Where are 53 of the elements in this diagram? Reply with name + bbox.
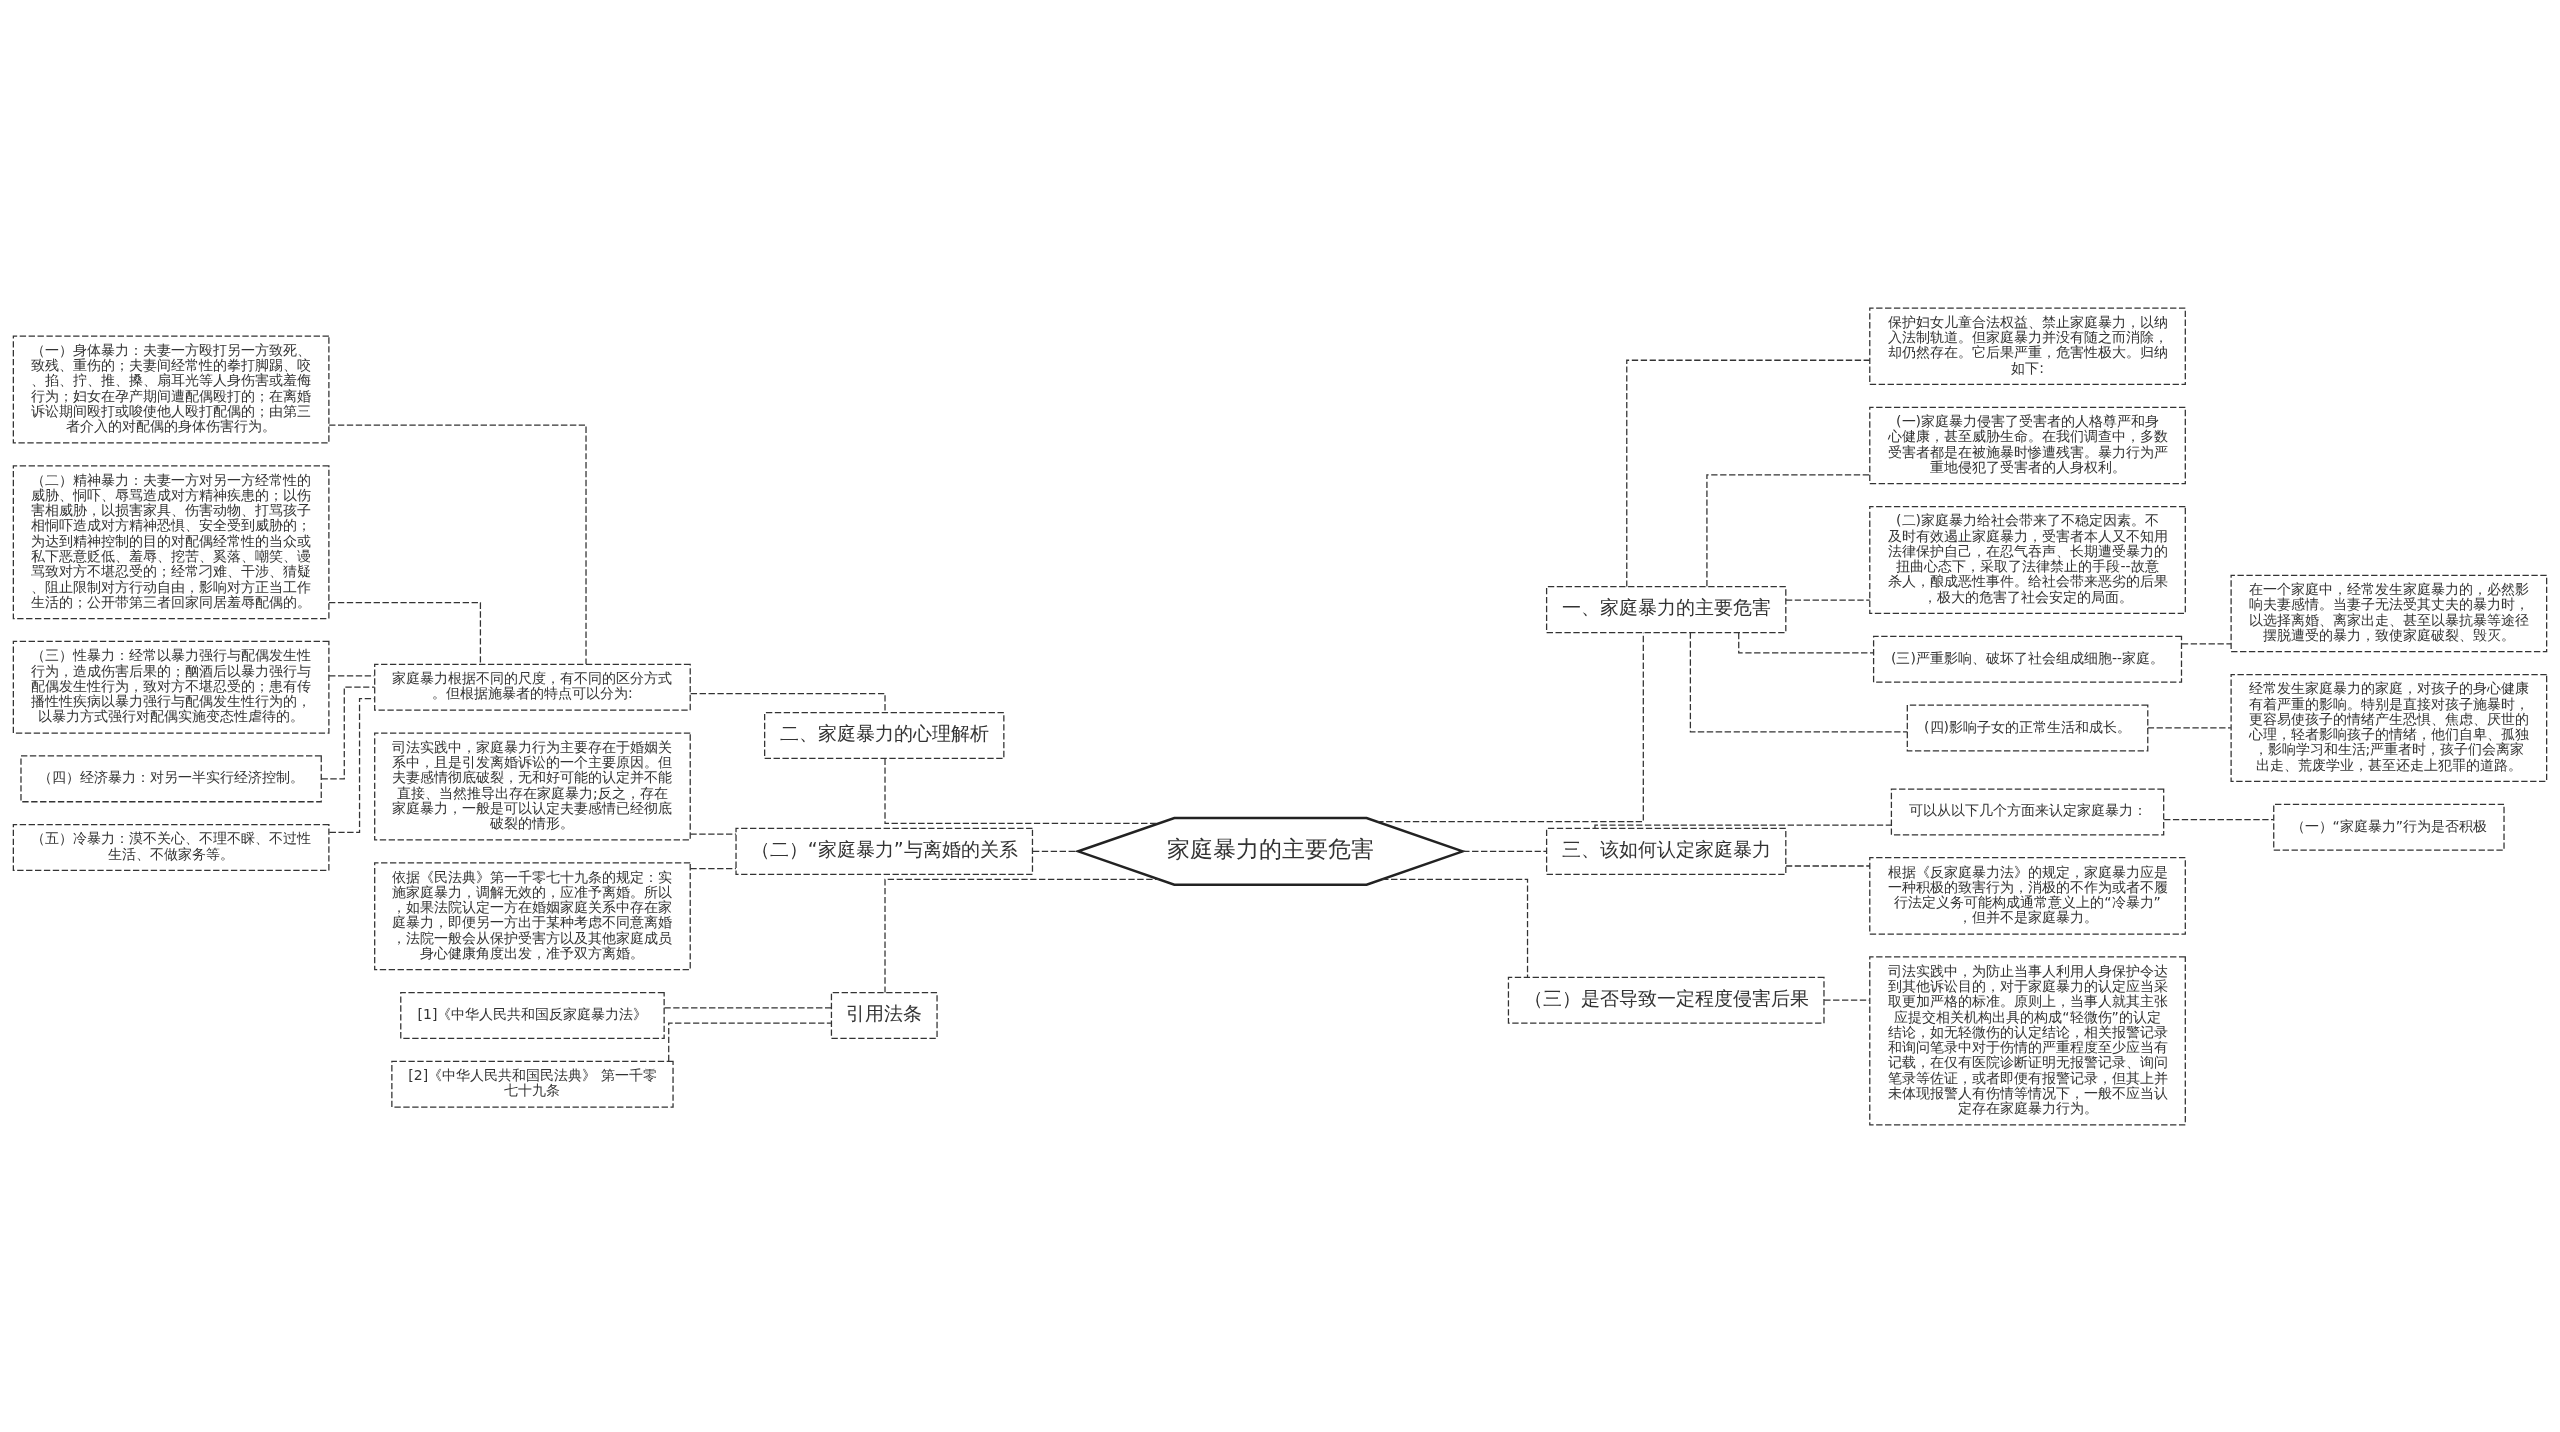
connector (1462, 850, 1547, 852)
connector (1381, 878, 1529, 978)
connector (1594, 823, 1892, 829)
node-box: （三）性暴力：经常以暴力强行与配偶发生性行为，造成伤害后果的；酗酒后以暴力强行与配偶发生性行为，致对方不堪忍受的；患有传播性性疾病以暴力强行与配偶发生性行为的，以暴力方式强行对配偶实施变态性虐待的。 (12, 640, 330, 734)
node-box: (四)影响子女的正常生活和成长。 (1906, 703, 2149, 751)
node-box: 一、家庭暴力的主要危害 (1545, 585, 1787, 633)
connector (1626, 359, 1871, 587)
connector (2181, 642, 2232, 645)
node-box: （二）“家庭暴力”与离婚的关系 (735, 827, 1034, 875)
node-box: 根据《反家庭暴力法》的规定，家庭暴力应是一种积极的致害行为，消极的不作为或者不履行法定义务可能构成通常意义上的“冷暴力”，但并不是家庭暴力。 (1869, 856, 2186, 935)
node-box: 引用法条 (830, 991, 938, 1039)
node-box: （一）“家庭暴力”行为是否积极 (2273, 803, 2505, 851)
node-box: 三、该如何认定家庭暴力 (1545, 827, 1787, 875)
connector (1689, 631, 1908, 732)
connector (1032, 850, 1079, 852)
node-box: 经常发生家庭暴力的家庭，对孩子的身心健康有着严重的影响。特别是直接对孩子施暴时，更容易使孩子的情绪产生恐惧、焦虑、厌世的心理，轻者影响孩子的情绪，他们自卑、孤独，影响学习和生活;严重者时，孩子们会离家出走、荒废学业，甚至还走上犯罪的道路。 (2230, 673, 2548, 782)
node-box: (三)严重影响、破坏了社会组成细胞--家庭。 (1872, 635, 2183, 683)
node-box: （三）是否导致一定程度侵害后果 (1507, 976, 1825, 1024)
connector (320, 686, 376, 779)
node-box: 家庭暴力根据不同的尺度，有不同的区分方式。但根据施暴者的特点可以分为: (374, 663, 691, 711)
connector (328, 601, 482, 665)
node-box: 可以从以下几个方面来认定家庭暴力： (1890, 787, 2165, 835)
node-box: 二、家庭暴力的心理解析 (764, 711, 1005, 759)
node-box: 司法实践中，为防止当事人利用人身保护令达到其他诉讼目的，对于家庭暴力的认定应当采取更加严格的标准。原则上，当事人就其主张应提交相关机构出具的构成“轻微伤”的认定结论，如无轻微伤的认定结论，相关报警记录和询问笔录中对于伤情的严重程度至少应当有记载，在仅有医院诊断证明无报警记录、询问笔录等佐证，或者即便有报警记录，但其上并未体现报警人有伤情等情况下，一般不应当认定存在家庭暴力行为。 (1869, 955, 2186, 1126)
connector (328, 697, 375, 833)
connector (1785, 864, 1871, 867)
connector (1376, 631, 1644, 822)
connector (689, 867, 737, 869)
connector (328, 674, 375, 676)
connector (2163, 818, 2274, 820)
connector (884, 878, 1160, 993)
node-box: （一）身体暴力：夫妻一方殴打另一方致死、致残、重伤的；夫妻间经常性的拳打脚踢、咬、掐、拧、推、搡、扇耳光等人身伤害或羞侮行为；妇女在孕产期间遭配偶殴打的；在离婚诉讼期间殴打或唆使他人殴打配偶的；由第三者介入的对配偶的身体伤害行为。 (12, 334, 330, 444)
node-box: [1]《中华人民共和国反家庭暴力法》 (400, 991, 665, 1039)
connector (1785, 598, 1871, 601)
connector (668, 1022, 832, 1062)
connector (689, 833, 737, 835)
node-box: 司法实践中，家庭暴力行为主要存在于婚姻关系中，且是引发离婚诉讼的一个主要原因。但夫妻感情彻底破裂，无和好可能的认定并不能直接、当然推导出存在家庭暴力;反之，存在家庭暴力，一般是可以认定夫妻感情已经彻底破裂的情形。 (374, 731, 691, 841)
node-box: (一)家庭暴力侵害了受害者的人格尊严和身心健康，甚至威胁生命。在我们调查中，多数受害者都是在被施暴时惨遭残害。暴力行为严重地侵犯了受害者的人身权利。 (1869, 406, 2186, 484)
node-box: 依据《民法典》第一千零七十九条的规定：实施家庭暴力，调解无效的，应准予离婚。所以，如果法院认定一方在婚姻家庭关系中存在家庭暴力，即便另一方出于某种考虑不同意离婚，法院一般会从保护受害方以及其他家庭成员身心健康角度出发，准予双方离婚。 (374, 861, 691, 970)
node-box: 保护妇女儿童合法权益、禁止家庭暴力，以纳入法制轨道。但家庭暴力并没有随之而消除，却仍然存在。它后果严重，危害性极大。归纳如下: (1869, 306, 2186, 385)
connector (1823, 999, 1871, 1001)
node-box: 在一个家庭中，经常发生家庭暴力的，必然影响夫妻感情。当妻子无法受其丈夫的暴力时，以选择离婚、离家出走、甚至以暴抗暴等途径摆脱遭受的暴力，致使家庭破裂、毁灭。 (2230, 574, 2548, 652)
node-box: [2]《中华人民共和国民法典》 第一千零七十九条 (391, 1060, 674, 1108)
connector (1706, 473, 1871, 587)
node-box: （二）精神暴力：夫妻一方对另一方经常性的威胁、恫吓、辱骂造成对方精神疾患的；以伤害相威胁，以损害家具、伤害动物、打骂孩子相恫吓造成对方精神恐惧、安全受到威胁的；为达到精神控制的目的对配偶经常性的当众或私下恶意贬低、羞辱、挖苦、奚落、嘲笑、谩骂致对方不堪忍受的；经常刁难、干涉、猜疑、阻止限制对方行动自由，影响对方正当工作生活的；公开带第三者回家同居羞辱配偶的。 (12, 464, 330, 619)
connector (690, 692, 886, 713)
connector (2147, 726, 2232, 729)
connector (884, 757, 1160, 824)
connector (328, 424, 587, 665)
node-box: (二)家庭暴力给社会带来了不稳定因素。不及时有效遏止家庭暴力，受害者本人又不知用法律保护自己，在忍气吞声、长期遭受暴力的扭曲心态下，采取了法律禁止的手段--故意杀人，酿成恶性事件。给社会带来恶劣的后果，极大的危害了社会安定的局面。 (1869, 505, 2186, 614)
node-box: （五）冷暴力：漠不关心、不理不睬、不过性生活、不做家务等。 (12, 823, 330, 871)
connector (663, 1006, 832, 1008)
node-box: （四）经济暴力：对另一半实行经济控制。 (20, 754, 322, 802)
